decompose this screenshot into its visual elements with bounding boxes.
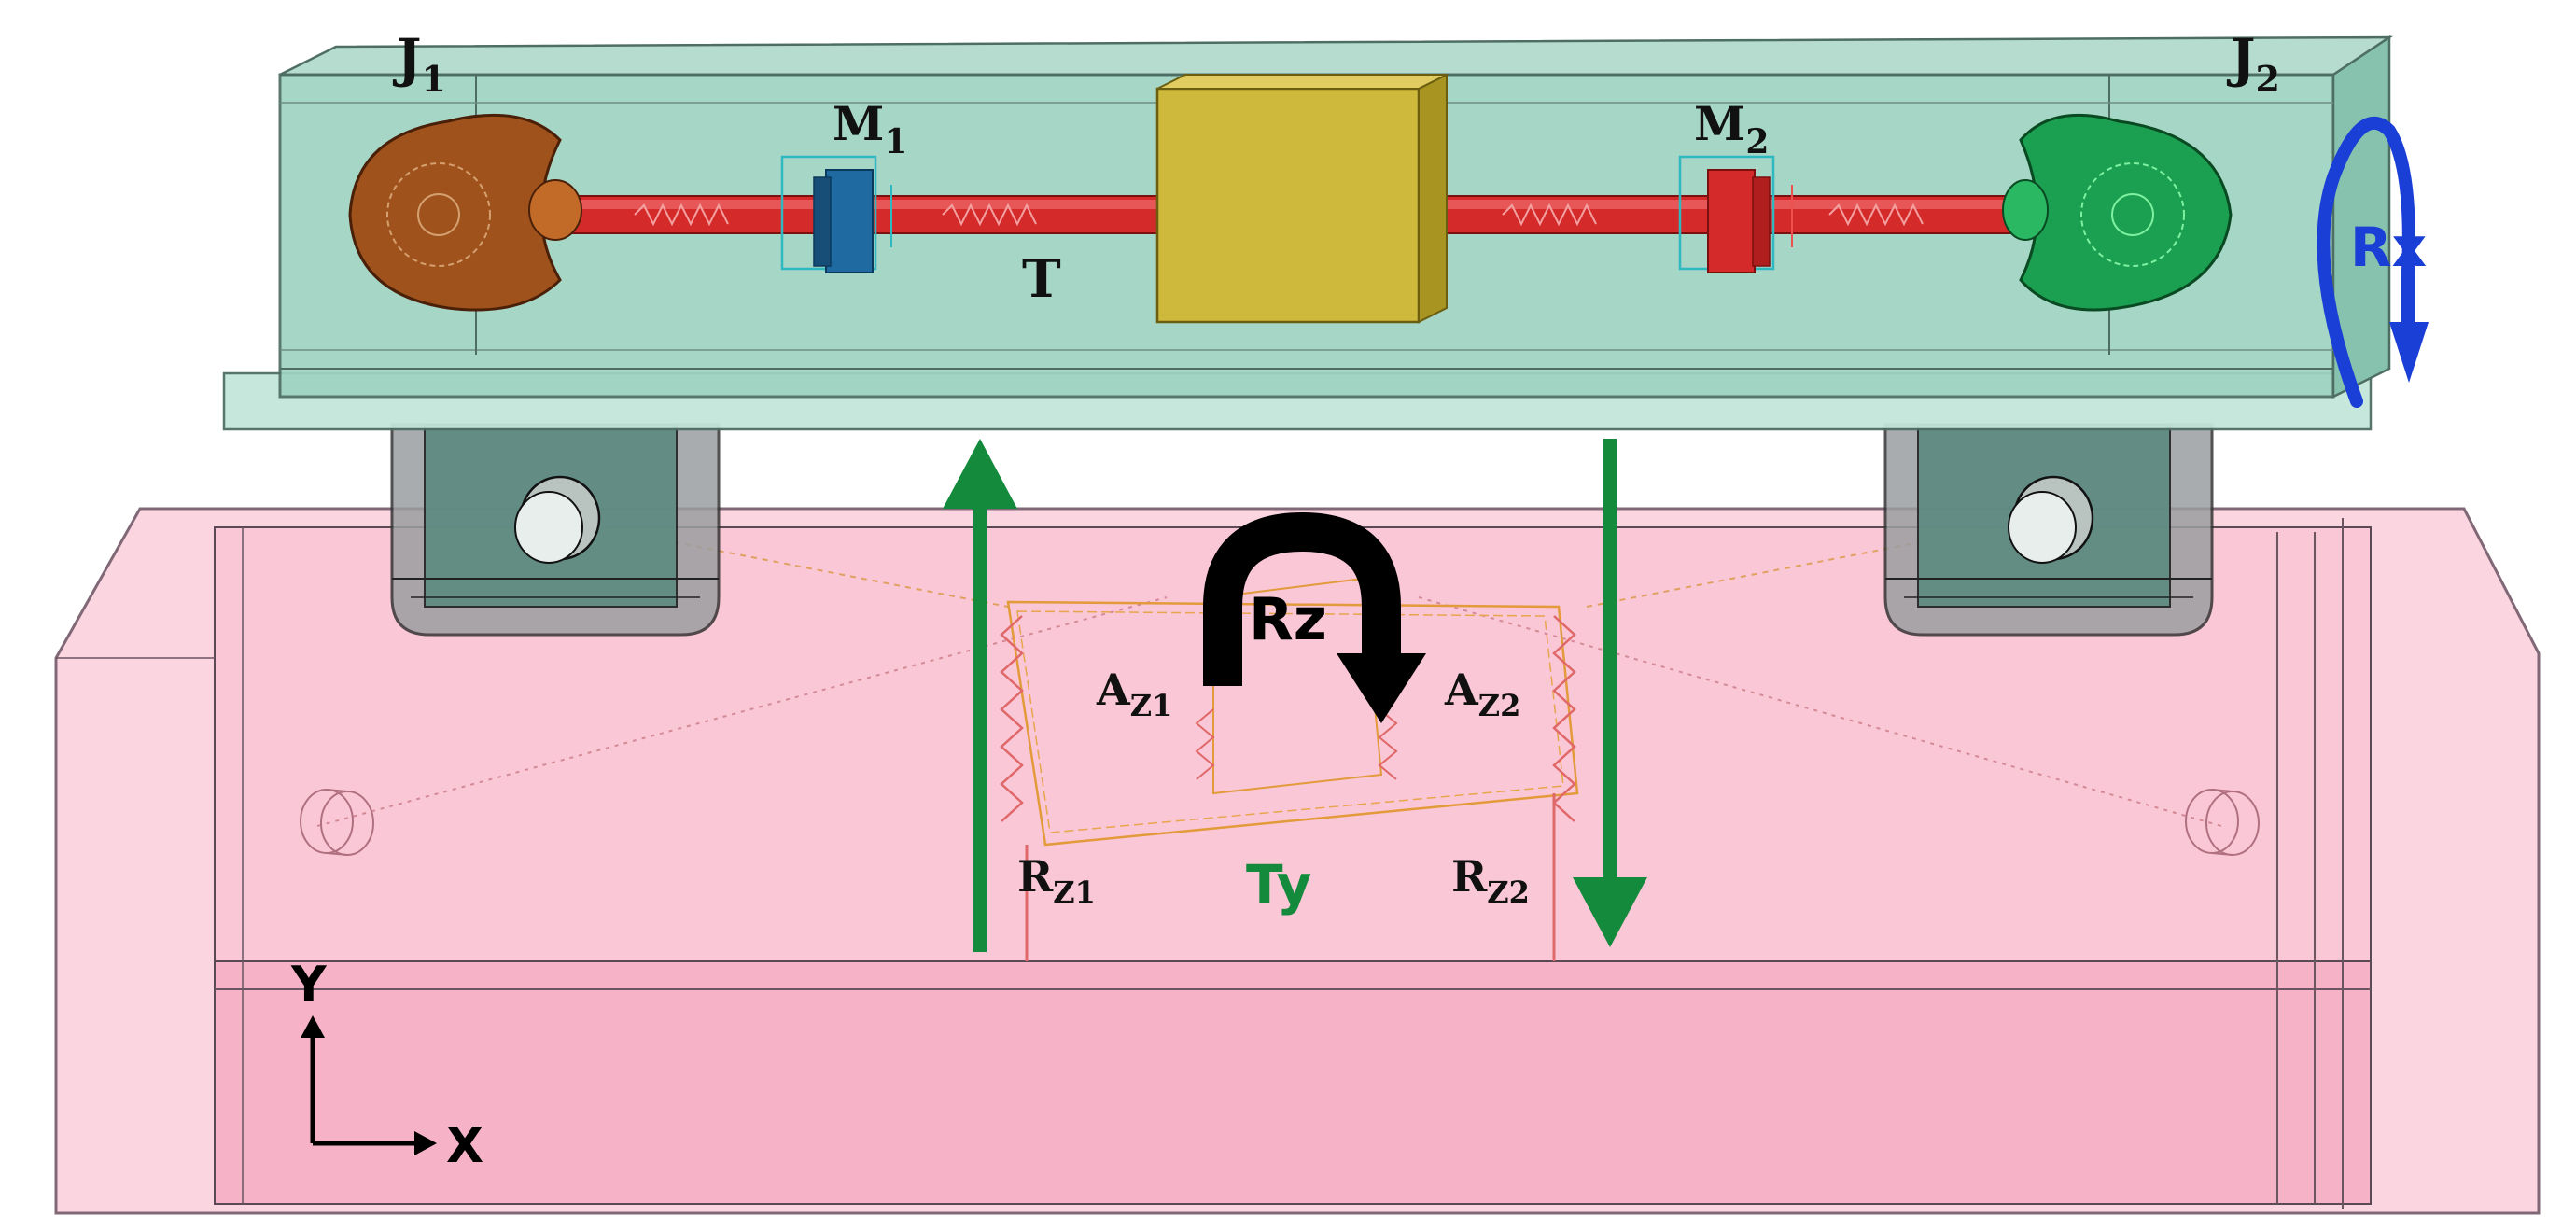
axis-label-x: X bbox=[446, 1118, 483, 1174]
ty-up-arrow bbox=[943, 439, 1017, 952]
label-m2: M2 bbox=[1694, 96, 1769, 161]
mass-m1 bbox=[780, 155, 892, 273]
mass-m2 bbox=[1678, 155, 1793, 273]
lower-body bbox=[54, 507, 2541, 1215]
joint-j2 bbox=[2002, 113, 2233, 312]
label-rz2: RZ2 bbox=[1451, 851, 1530, 910]
label-rz: Rz bbox=[1249, 585, 1327, 653]
label-j1: J1 bbox=[392, 28, 446, 100]
center-mass bbox=[1155, 73, 1448, 324]
label-j2: J2 bbox=[2226, 28, 2280, 100]
right-mount bbox=[1883, 423, 2214, 637]
label-t: T bbox=[1022, 248, 1061, 310]
label-az2: AZ2 bbox=[1444, 665, 1520, 723]
rx-rotation-arrow bbox=[2317, 116, 2429, 408]
label-rz1: RZ1 bbox=[1017, 851, 1096, 910]
rz-rotation-arrow bbox=[1203, 512, 1426, 723]
left-hole bbox=[300, 789, 374, 856]
label-rx: Rx bbox=[2350, 216, 2427, 279]
left-mount bbox=[390, 423, 721, 637]
right-hole bbox=[2185, 789, 2260, 856]
axis-label-y: Y bbox=[290, 957, 328, 1013]
joint-j1 bbox=[348, 113, 582, 312]
ty-down-arrow bbox=[1573, 439, 1647, 947]
label-az1: AZ1 bbox=[1096, 665, 1172, 723]
label-m1: M1 bbox=[833, 96, 907, 161]
xy-axis-indicator bbox=[301, 1015, 437, 1155]
label-ty: Ty bbox=[1246, 853, 1312, 917]
